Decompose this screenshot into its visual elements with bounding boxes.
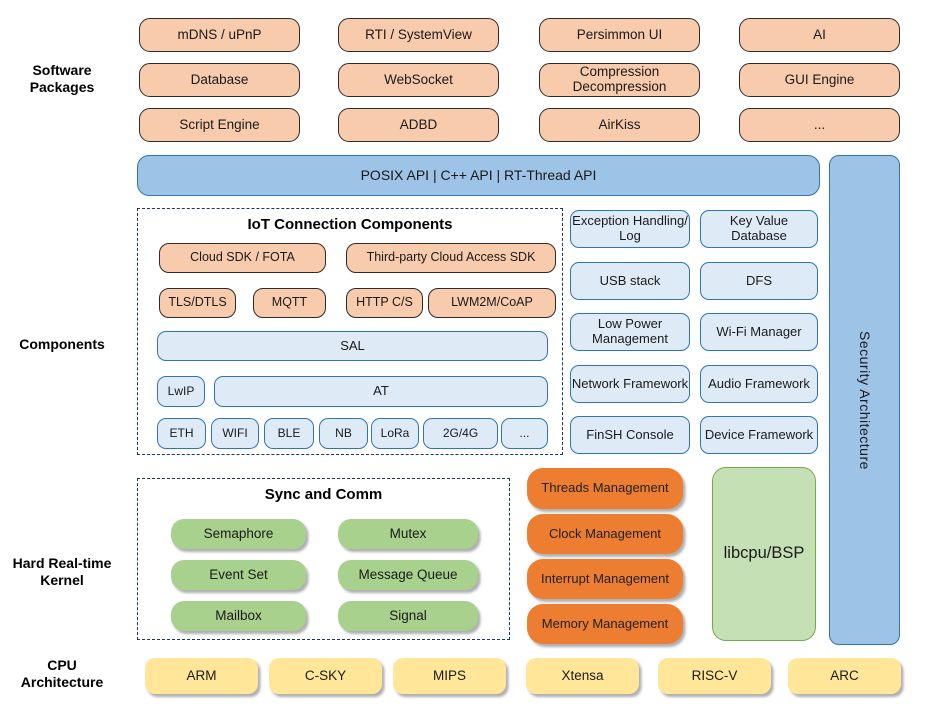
iot-box-sal: SAL: [157, 331, 548, 361]
sync-box: Signal: [338, 601, 478, 631]
iot-connection-components-group: IoT Connection Components Cloud SDK / FO…: [137, 208, 563, 455]
iot-box-link: 2G/4G: [423, 418, 498, 449]
iot-box-protocol: MQTT: [253, 288, 326, 318]
sync-box: Mutex: [338, 519, 478, 549]
iot-box-protocol: TLS/DTLS: [159, 288, 236, 318]
iot-box-link: ETH: [157, 418, 206, 449]
service-box: Device Framework: [700, 416, 818, 454]
sync-box: Semaphore: [171, 519, 306, 549]
sync-group-title: Sync and Comm: [264, 486, 383, 503]
cpu-arch-box: C-SKY: [269, 658, 382, 694]
cpu-arch-box: RISC-V: [658, 658, 771, 694]
kernel-mgmt-box: Memory Management: [527, 604, 683, 644]
service-box: Key Value Database: [700, 210, 818, 248]
package-box: AI: [739, 18, 900, 52]
iot-box-lwip: LwIP: [157, 376, 205, 407]
iot-box-protocol: LWM2M/CoAP: [428, 288, 556, 318]
iot-box-protocol: HTTP C/S: [346, 288, 423, 318]
iot-box-third-party: Third-party Cloud Access SDK: [346, 243, 556, 273]
package-box: AirKiss: [539, 108, 700, 142]
cpu-arch-box: MIPS: [393, 658, 506, 694]
package-box: RTI / SystemView: [338, 18, 499, 52]
service-box: Network Framework: [570, 365, 690, 403]
package-box: Persimmon UI: [539, 18, 700, 52]
iot-box-link: BLE: [264, 418, 314, 449]
kernel-mgmt-box: Threads Management: [527, 468, 683, 509]
iot-box-link: LoRa: [371, 418, 419, 449]
package-box: ADBD: [338, 108, 499, 142]
api-layer-bar: POSIX API | C++ API | RT-Thread API: [137, 155, 820, 196]
cpu-arch-box: ARC: [788, 658, 901, 694]
service-box: Wi-Fi Manager: [700, 313, 818, 351]
package-box: Database: [139, 63, 300, 97]
package-box: WebSocket: [338, 63, 499, 97]
iot-box-link: ...: [501, 418, 548, 449]
service-box: Exception Handling/ Log: [570, 210, 690, 248]
sync-box: Message Queue: [338, 560, 478, 590]
iot-box-link: WIFI: [211, 418, 259, 449]
sync-box: Mailbox: [171, 601, 306, 631]
package-box: ...: [739, 108, 900, 142]
package-box: Compression Decompression: [539, 63, 700, 97]
service-box: DFS: [700, 262, 818, 300]
kernel-mgmt-box: Interrupt Management: [527, 559, 683, 599]
cpu-arch-box: Xtensa: [526, 658, 639, 694]
service-box: FinSH Console: [570, 416, 690, 454]
package-box: mDNS / uPnP: [139, 18, 300, 52]
section-label-components: Components: [19, 336, 105, 352]
kernel-mgmt-box: Clock Management: [527, 514, 683, 554]
iot-box-link: NB: [319, 418, 368, 449]
package-box: Script Engine: [139, 108, 300, 142]
iot-box-cloud-sdk: Cloud SDK / FOTA: [159, 243, 326, 273]
service-box: USB stack: [570, 262, 690, 300]
section-label-software-packages: Software Packages: [29, 62, 95, 95]
section-label-kernel: Hard Real-time Kernel: [12, 555, 112, 588]
package-box: GUI Engine: [739, 63, 900, 97]
cpu-arch-box: ARM: [145, 658, 258, 694]
sync-and-comm-group: Sync and Comm Semaphore Mutex Event Set …: [137, 478, 510, 640]
libcpu-bsp-box: libcpu/BSP: [712, 467, 816, 641]
sync-box: Event Set: [171, 560, 306, 590]
iot-box-at: AT: [214, 376, 548, 407]
section-label-cpu-architecture: CPU Architecture: [20, 657, 104, 690]
security-architecture-bar: Security Architecture: [829, 155, 900, 645]
service-box: Low Power Management: [570, 313, 690, 351]
iot-group-title: IoT Connection Components: [247, 216, 453, 233]
service-box: Audio Framework: [700, 365, 818, 403]
